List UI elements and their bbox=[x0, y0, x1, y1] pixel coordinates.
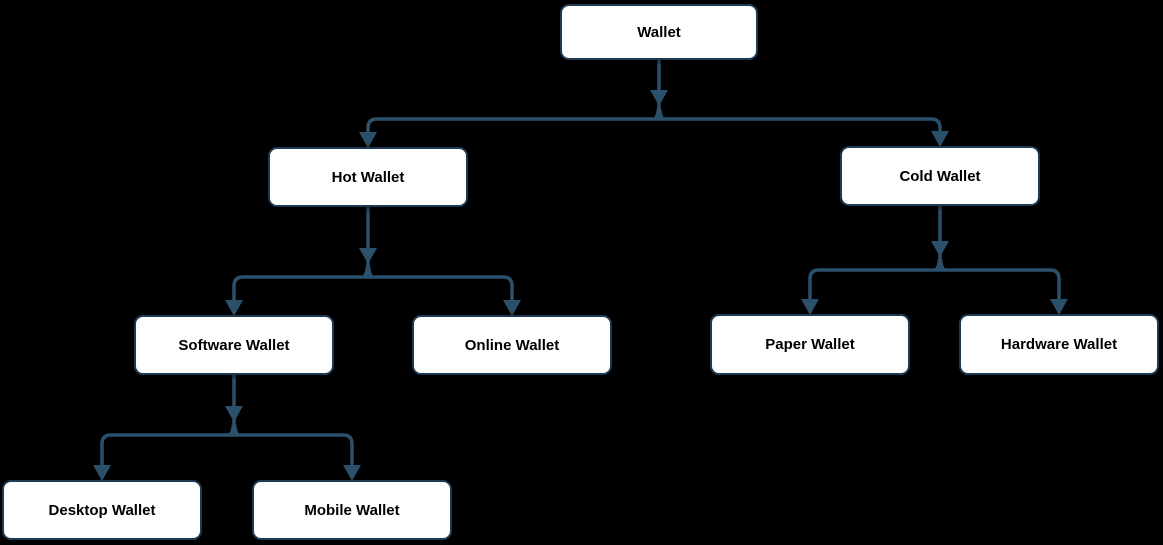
edge-group-wallet bbox=[359, 60, 949, 148]
node-desktop-wallet: Desktop Wallet bbox=[2, 480, 202, 540]
node-wallet: Wallet bbox=[560, 4, 758, 60]
node-mobile-wallet: Mobile Wallet bbox=[252, 480, 452, 540]
node-label: Desktop Wallet bbox=[48, 501, 156, 519]
node-label: Hot Wallet bbox=[331, 168, 405, 186]
node-cold-wallet: Cold Wallet bbox=[840, 146, 1040, 206]
node-label: Hardware Wallet bbox=[1000, 336, 1118, 353]
node-label: Wallet bbox=[637, 23, 681, 41]
node-software-wallet: Software Wallet bbox=[134, 315, 334, 375]
edge-group-cold-wallet bbox=[801, 206, 1068, 315]
node-hardware-wallet: Hardware Wallet bbox=[959, 314, 1159, 375]
node-label: Paper Wallet bbox=[765, 336, 855, 353]
node-label: Mobile Wallet bbox=[304, 501, 400, 519]
edge-group-software-wallet bbox=[93, 375, 361, 481]
node-hot-wallet: Hot Wallet bbox=[268, 147, 468, 207]
edge-group-hot-wallet bbox=[225, 207, 521, 316]
node-online-wallet: Online Wallet bbox=[412, 315, 612, 375]
node-paper-wallet: Paper Wallet bbox=[710, 314, 910, 375]
node-label: Online Wallet bbox=[464, 336, 560, 354]
node-label: Cold Wallet bbox=[899, 167, 981, 185]
node-label: Software Wallet bbox=[178, 336, 290, 354]
